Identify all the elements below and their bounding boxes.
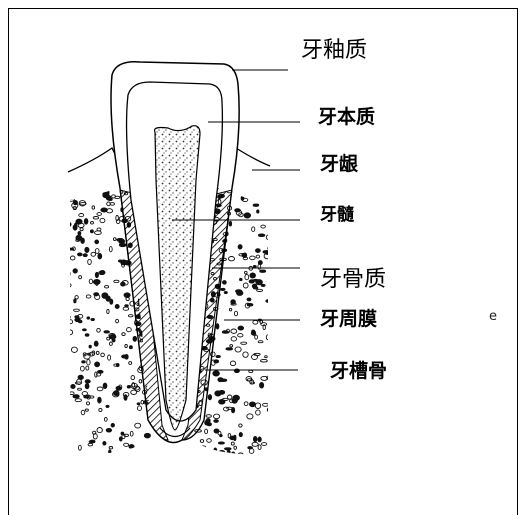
label-dentin: 牙本质: [318, 108, 375, 127]
label-cementum: 牙骨质: [320, 269, 386, 291]
label-enamel: 牙釉质: [301, 40, 367, 62]
label-alveolar-bone: 牙槽骨: [330, 362, 387, 381]
stray-character: e: [489, 309, 497, 324]
label-gingiva: 牙龈: [320, 155, 358, 174]
label-pulp: 牙髓: [320, 207, 354, 224]
label-periodontal-membrane: 牙周膜: [320, 310, 377, 329]
